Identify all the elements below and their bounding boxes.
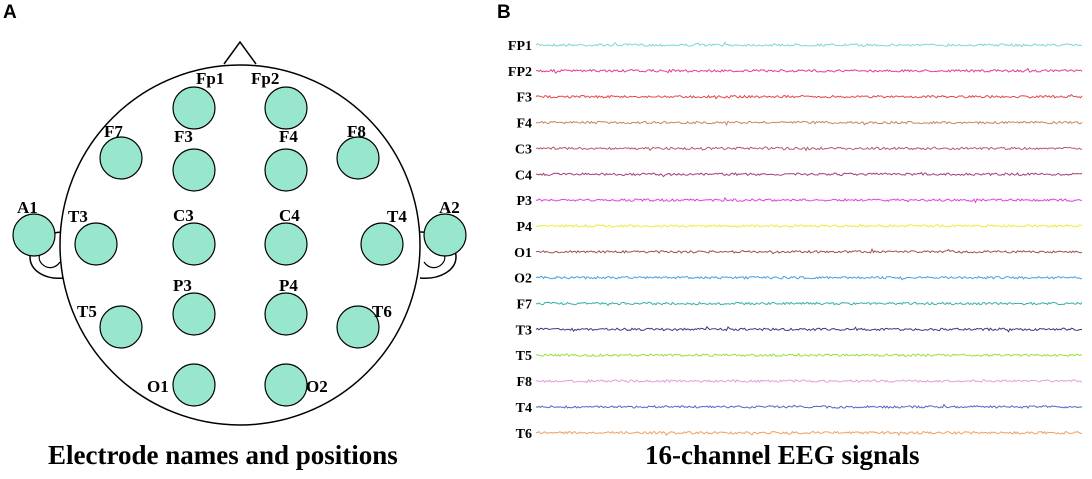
eeg-trace-f3 (535, 93, 1083, 100)
electrode-f3 (172, 148, 216, 192)
eeg-trace-fp1 (535, 41, 1083, 48)
electrode-c3 (172, 222, 216, 266)
electrode-f4 (264, 148, 308, 192)
electrode-fp1 (172, 86, 216, 130)
electrode-o1 (172, 363, 216, 407)
channel-label-c3: C3 (515, 142, 532, 157)
head-outline (29, 40, 457, 426)
eeg-trace-o2 (535, 275, 1083, 281)
panel-a-letter: A (3, 2, 17, 23)
panel-b-letter: B (497, 2, 511, 23)
electrode-label-fp2: Fp2 (251, 69, 279, 88)
eeg-trace-p4 (535, 223, 1083, 228)
panel-b-caption: 16-channel EEG signals (645, 440, 920, 470)
eeg-trace-t3 (535, 325, 1083, 333)
electrode-label-a2: A2 (439, 198, 460, 217)
channel-label-f3: F3 (516, 91, 532, 106)
electrode-label-fp1: Fp1 (196, 69, 224, 88)
electrode-c4 (264, 222, 308, 266)
channel-label-f7: F7 (516, 298, 532, 313)
electrode-label-t4: T4 (387, 207, 407, 226)
electrode-t6 (336, 305, 380, 349)
electrode-o2 (264, 363, 308, 407)
channel-label-f4: F4 (516, 117, 532, 132)
channel-label-o2: O2 (514, 272, 532, 287)
electrode-label-o1: O1 (147, 377, 169, 396)
channel-label-t6: T6 (516, 427, 532, 442)
channel-label-t5: T5 (516, 349, 532, 364)
electrode-label-f4: F4 (279, 127, 298, 146)
eeg-trace-o1 (535, 248, 1083, 255)
electrode-label-f7: F7 (104, 122, 123, 141)
electrode-f8 (336, 136, 380, 180)
electrode-label-p4: P4 (279, 276, 298, 295)
electrode-label-o2: O2 (306, 377, 328, 396)
channel-label-t3: T3 (516, 323, 532, 338)
panel-a-caption: Electrode names and positions (48, 440, 398, 470)
eeg-trace-f7 (535, 301, 1083, 307)
electrode-fp2 (264, 86, 308, 130)
electrode-f7 (99, 136, 143, 180)
electrode-label-c4: C4 (279, 206, 300, 225)
channel-label-t4: T4 (516, 401, 532, 416)
electrode-t3 (74, 222, 118, 266)
eeg-trace-f4 (535, 120, 1083, 126)
eeg-trace-c4 (535, 171, 1083, 178)
electrode-label-c3: C3 (173, 206, 194, 225)
channel-label-fp2: FP2 (508, 65, 532, 80)
eeg-trace-c3 (535, 146, 1083, 152)
electrode-label-f3: F3 (174, 127, 193, 146)
eeg-trace-t4 (535, 403, 1083, 409)
electrode-label-p3: P3 (173, 276, 192, 295)
electrode-a1 (12, 213, 56, 257)
eeg-trace-t5 (535, 352, 1083, 358)
channel-label-p4: P4 (516, 220, 532, 235)
channel-label-f8: F8 (516, 375, 532, 390)
channel-label-o1: O1 (514, 246, 532, 261)
electrode-p3 (172, 292, 216, 336)
electrode-label-f8: F8 (347, 122, 366, 141)
channel-label-fp1: FP1 (508, 39, 532, 54)
eeg-trace-t6 (535, 430, 1083, 437)
electrode-label-a1: A1 (17, 198, 38, 217)
electrode-label-t5: T5 (77, 302, 97, 321)
electrode-a2 (423, 213, 467, 257)
electrode-p4 (264, 292, 308, 336)
eeg-trace-fp2 (535, 67, 1083, 74)
electrode-label-t6: T6 (372, 302, 392, 321)
channel-label-c4: C4 (515, 168, 532, 183)
electrode-t5 (99, 305, 143, 349)
electrode-t4 (360, 222, 404, 266)
channel-label-p3: P3 (516, 194, 532, 209)
electrode-label-t3: T3 (68, 207, 88, 226)
eeg-trace-f8 (535, 379, 1083, 384)
eeg-trace-p3 (535, 196, 1083, 204)
